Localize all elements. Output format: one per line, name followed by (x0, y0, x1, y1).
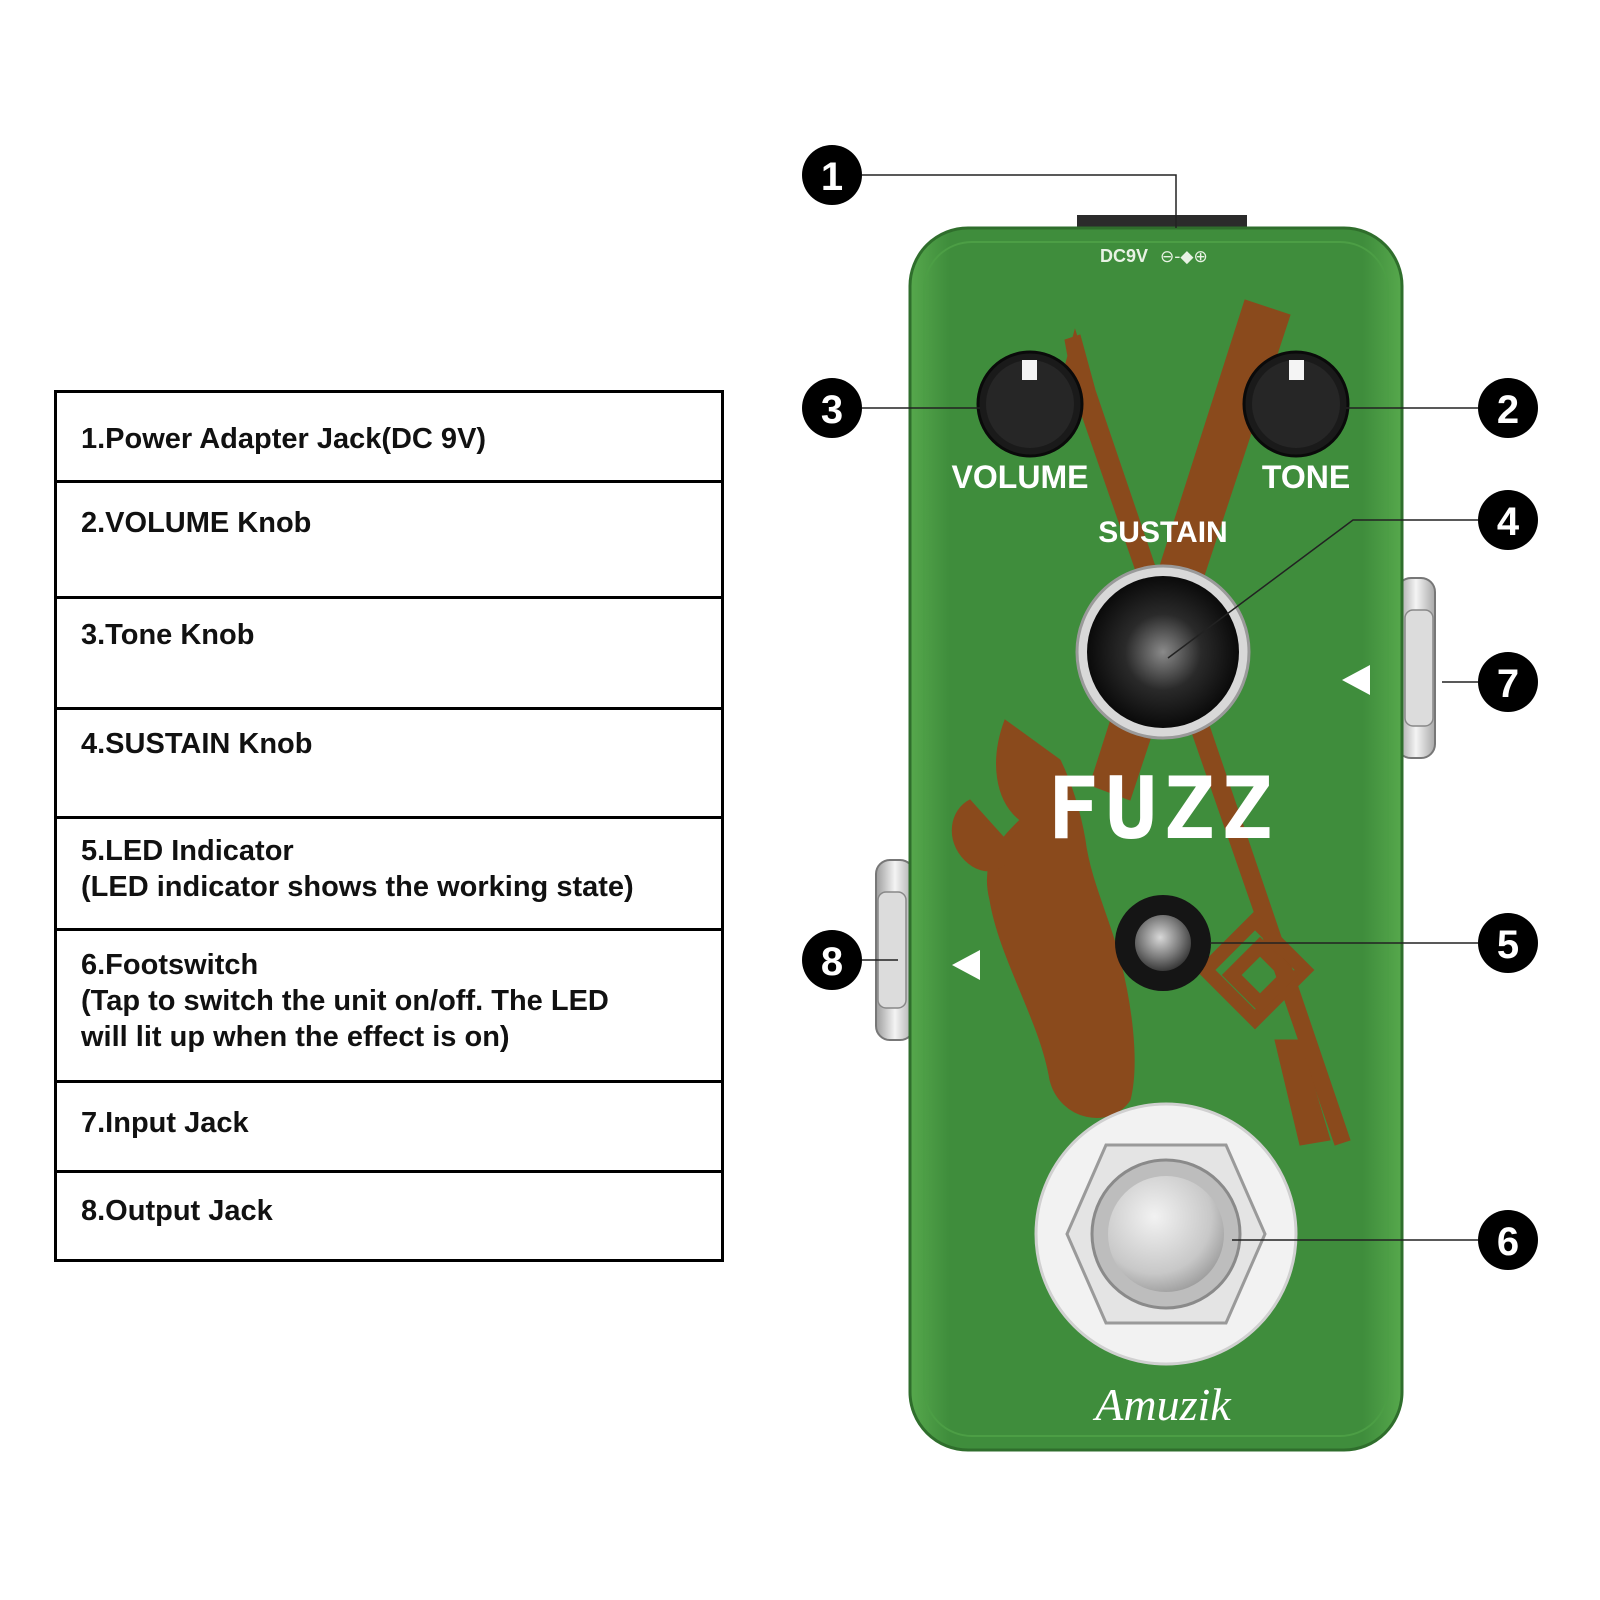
legend-row-output: 8.Output Jack (57, 1173, 721, 1259)
legend-row-sustain: 4.SUSTAIN Knob (57, 710, 721, 819)
brand-logo: Amuzik (1092, 1379, 1232, 1430)
legend-text: 5.LED Indicator (LED indicator shows the… (81, 835, 634, 903)
legend-table: 1.Power Adapter Jack(DC 9V) 2.VOLUME Kno… (54, 390, 724, 1262)
legend-text: 4.SUSTAIN Knob (81, 728, 313, 760)
legend-row-input: 7.Input Jack (57, 1083, 721, 1173)
legend-text: 2.VOLUME Knob (81, 507, 312, 539)
tone-label: TONE (1262, 459, 1350, 495)
input-jack (1396, 577, 1436, 759)
legend-text: 1.Power Adapter Jack(DC 9V) (81, 423, 487, 455)
svg-text:8: 8 (821, 940, 843, 984)
legend-text: 8.Output Jack (81, 1195, 273, 1227)
callout-lines (862, 174, 1478, 1241)
callout-4: 4 (1478, 490, 1538, 550)
svg-text:5: 5 (1497, 923, 1519, 967)
pedal-body (908, 226, 1404, 1452)
volume-knob[interactable] (976, 350, 1084, 458)
effect-name: FUZZ (1047, 759, 1278, 859)
footswitch[interactable] (1034, 1102, 1298, 1366)
sustain-knob[interactable] (1075, 564, 1251, 740)
svg-text:2: 2 (1497, 388, 1519, 432)
svg-text:1: 1 (821, 155, 843, 199)
callout-1: 1 (802, 145, 862, 205)
svg-text:6: 6 (1497, 1220, 1519, 1264)
callout-6: 6 (1478, 1210, 1538, 1270)
legend-text: 3.Tone Knob (81, 619, 255, 651)
legend-row-footswitch: 6.Footswitch (Tap to switch the unit on/… (57, 931, 721, 1083)
callout-8: 8 (802, 930, 862, 990)
led-indicator (1115, 895, 1211, 991)
callout-3: 3 (802, 378, 862, 438)
callout-5: 5 (1478, 913, 1538, 973)
legend-row-tone: 3.Tone Knob (57, 599, 721, 710)
legend-text: 6.Footswitch (Tap to switch the unit on/… (81, 949, 609, 1053)
legend-row-volume: 2.VOLUME Knob (57, 483, 721, 599)
legend-row-led: 5.LED Indicator (LED indicator shows the… (57, 819, 721, 931)
svg-text:7: 7 (1497, 662, 1519, 706)
legend-row-power: 1.Power Adapter Jack(DC 9V) (57, 393, 721, 483)
output-jack (875, 859, 915, 1041)
power-polarity-symbol: ⊖-◆⊕ (1160, 247, 1208, 267)
callout-7: 7 (1478, 652, 1538, 712)
power-label: DC9V (1100, 246, 1148, 266)
input-arrow-icon (1342, 665, 1370, 695)
callout-2: 2 (1478, 378, 1538, 438)
sustain-label: SUSTAIN (1098, 516, 1227, 549)
volume-label: VOLUME (952, 459, 1089, 495)
legend-text: 7.Input Jack (81, 1107, 249, 1139)
svg-text:4: 4 (1497, 500, 1520, 544)
svg-text:3: 3 (821, 388, 843, 432)
tone-knob[interactable] (1242, 350, 1350, 458)
output-arrow-icon (952, 950, 980, 980)
